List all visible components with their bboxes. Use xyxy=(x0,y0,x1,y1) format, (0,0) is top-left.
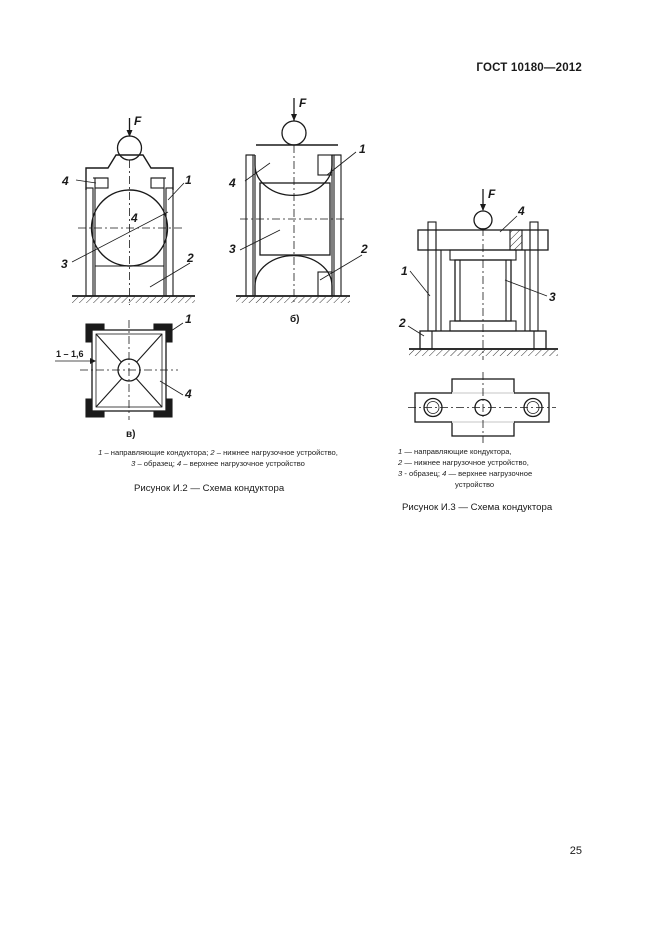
i2v-gap-dimension: 1 – 1,6 xyxy=(56,349,84,359)
figure-i2-caption: Рисунок И.2 — Схема кондуктора xyxy=(134,483,285,494)
i2b-label-3: 3 xyxy=(229,242,236,256)
i2a-center-mark: 4 xyxy=(130,211,138,225)
i2a-label-3: 3 xyxy=(61,257,68,271)
i3-label-4: 4 xyxy=(517,204,525,218)
figure-i2-legend: 1 – направляющие кондуктора; 2 – нижнее … xyxy=(98,448,338,468)
i2a-label-2: 2 xyxy=(186,251,194,265)
i2v-label-4: 4 xyxy=(184,387,192,401)
figure-i3-caption: Рисунок И.3 — Схема кондуктора xyxy=(402,502,553,513)
i2-sublabel-b: б) xyxy=(290,313,300,325)
i2v-label-1: 1 xyxy=(185,312,192,326)
i3-label-2: 2 xyxy=(398,316,406,330)
i3-label-1: 1 xyxy=(401,264,408,278)
standard-header: ГОСТ 10180—2012 xyxy=(476,62,582,74)
figure-i2-v-drawing xyxy=(55,320,184,420)
i2b-force-label: F xyxy=(299,96,307,110)
figure-i3-legend: 1 — направляющие кондуктора, 2 — нижнее … xyxy=(398,447,533,489)
i2a-label-1: 1 xyxy=(185,173,192,187)
figure-i3-drawing xyxy=(407,189,558,360)
i2a-force-label: F xyxy=(134,114,142,128)
page-number: 25 xyxy=(569,845,582,857)
i2a-label-4: 4 xyxy=(61,174,69,188)
i2b-label-1: 1 xyxy=(359,142,366,156)
i3-force-label: F xyxy=(488,187,496,201)
i2-sublabel-v: в) xyxy=(126,429,135,440)
figure-i2-b-drawing xyxy=(236,98,363,305)
i2b-label-2: 2 xyxy=(360,242,368,256)
i3-label-3: 3 xyxy=(549,290,556,304)
i2b-label-4: 4 xyxy=(228,176,236,190)
figure-i2-a-drawing xyxy=(71,118,195,305)
figure-i3-plan-drawing xyxy=(408,372,556,443)
